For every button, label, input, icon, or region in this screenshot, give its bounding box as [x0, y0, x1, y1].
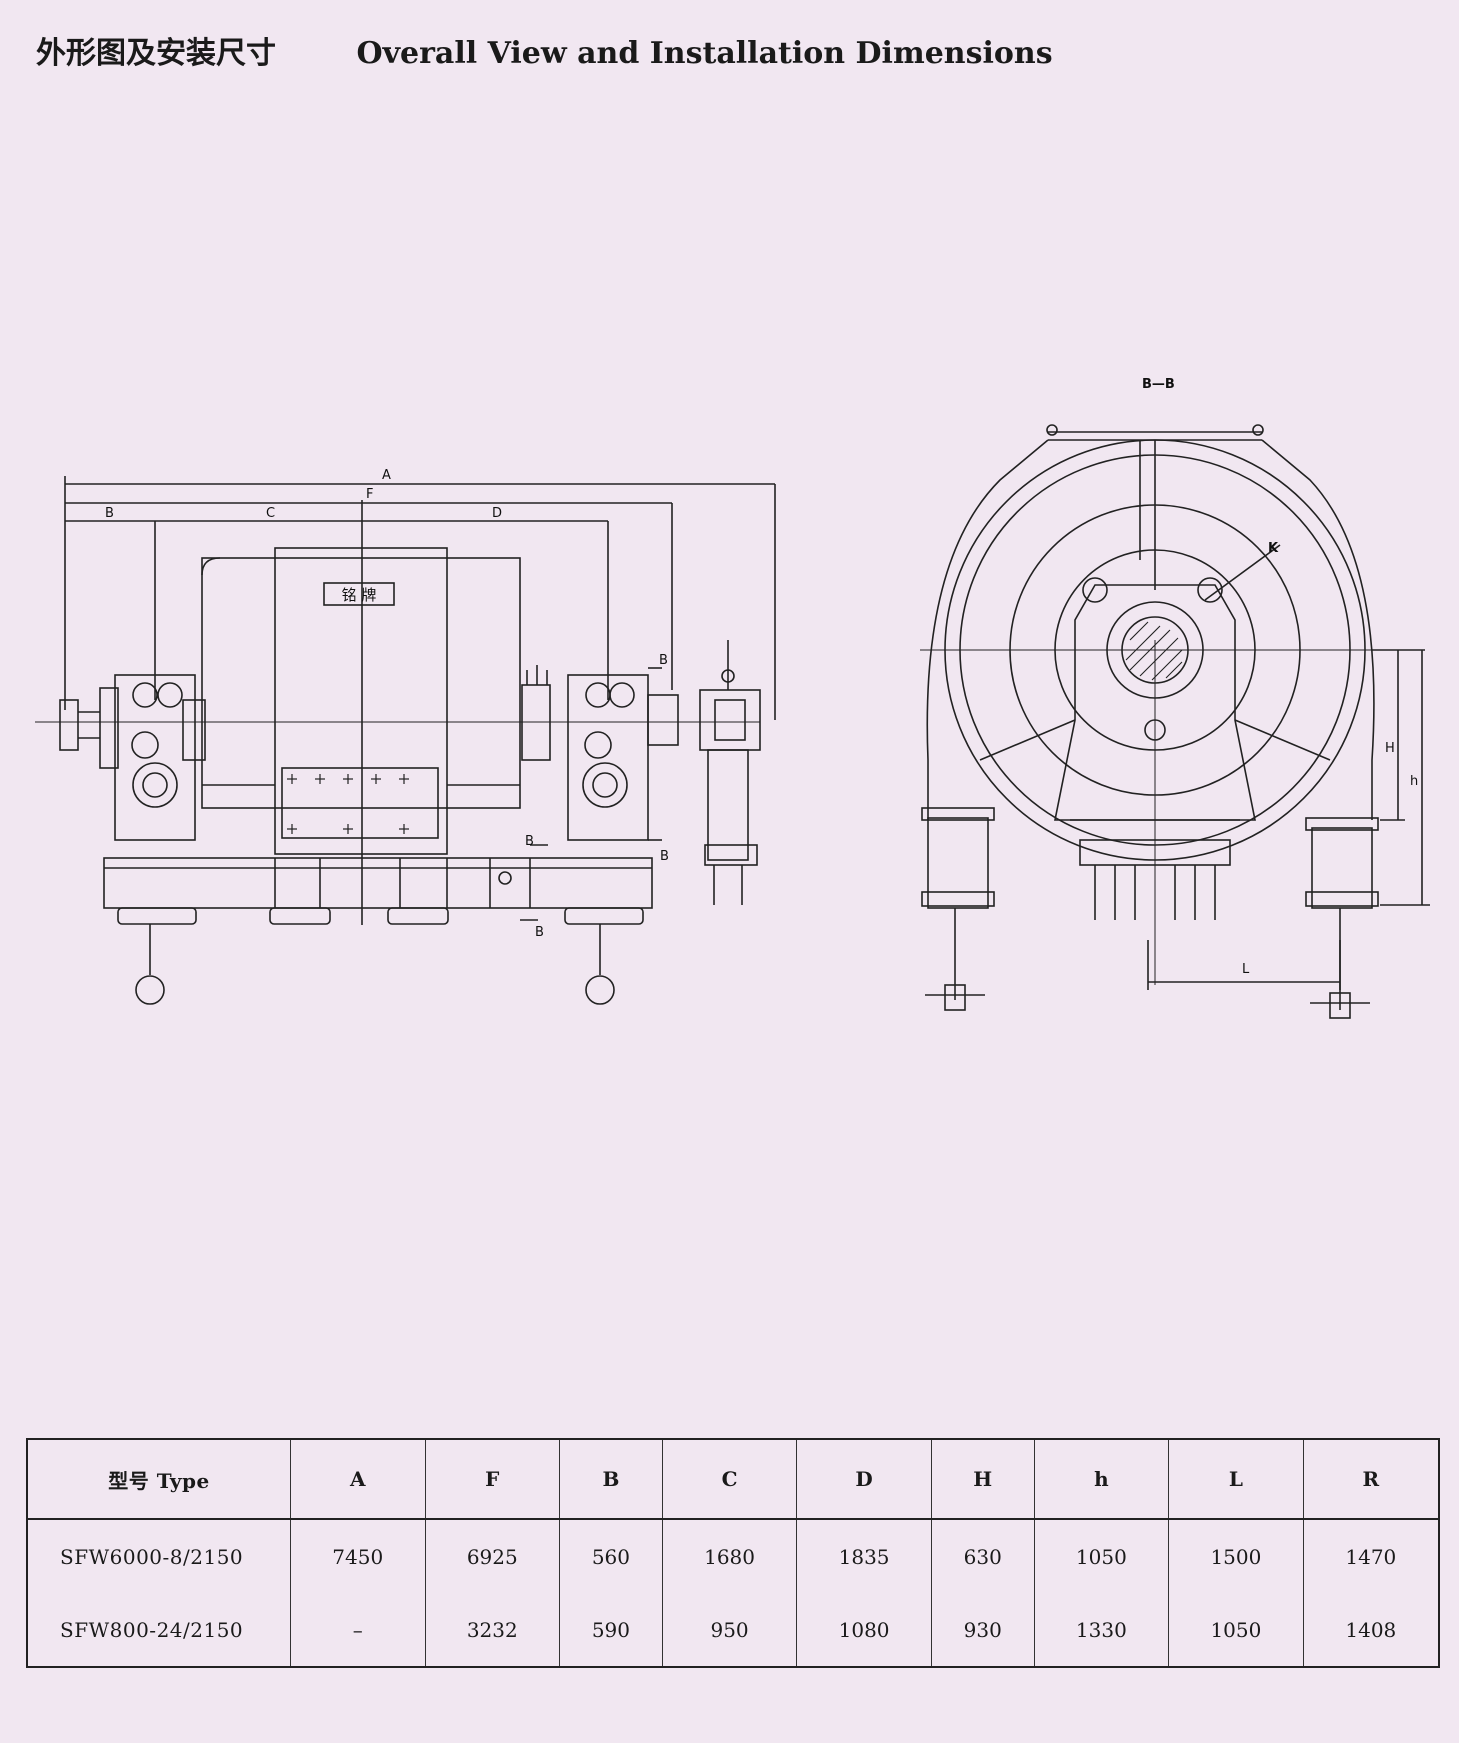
col-header-d: D [796, 1439, 932, 1520]
cell-f: 3232 [425, 1593, 561, 1667]
section-mark-b-right: B [660, 849, 669, 864]
section-mark-b-bottom: B [535, 925, 544, 940]
col-header-l: L [1168, 1439, 1304, 1520]
cell-d: 1835 [796, 1519, 932, 1593]
cell-r: 1470 [1345, 1544, 1397, 1569]
table-row: SFW6000-8/2150 7450 6925 560 1680 1835 6… [27, 1519, 1439, 1593]
nameplate-label: 铭 牌 [342, 586, 377, 604]
cell-type: SFW6000-8/2150 [27, 1519, 291, 1593]
side-view [35, 476, 776, 1005]
section-mark-b-top: B [659, 653, 668, 668]
technical-drawing: A F B C D B B B B B—B K H h L 铭 牌 [35, 377, 1430, 1019]
dim-label-h-upper: H [1385, 741, 1395, 756]
cell-d: 1080 [796, 1593, 932, 1667]
section-view [920, 424, 1430, 1019]
dimensions-table: 型号 Type A F B C D H h L R SFW6000-8/2150… [26, 1438, 1440, 1668]
cell-f: 6925 [425, 1519, 561, 1593]
section-title: B—B [1142, 377, 1175, 392]
dim-label-c: C [266, 506, 275, 521]
title-chinese: 外形图及安装尺寸 [36, 36, 276, 71]
dim-label-k: K [1268, 541, 1279, 556]
col-header-h-lower: h [1034, 1439, 1170, 1520]
cell-type: SFW800-24/2150 [27, 1593, 291, 1667]
cell-b: 590 [559, 1593, 663, 1667]
cell-h-upper: 630 [931, 1519, 1035, 1593]
cell-h-lower: 1050 [1034, 1519, 1170, 1593]
cell-a: 7450 [290, 1519, 426, 1593]
cell-r: 1408 [1345, 1617, 1397, 1642]
nameplate [323, 582, 395, 606]
title-english: Overall View and Installation Dimensions [356, 36, 1053, 71]
cell-a: – [290, 1593, 426, 1667]
cell-c: 950 [662, 1593, 798, 1667]
col-header-c: C [662, 1439, 798, 1520]
dim-label-b: B [105, 506, 114, 521]
section-mark-b-mid: B [525, 834, 534, 849]
cell-l: 1500 [1168, 1519, 1304, 1593]
dim-label-l: L [1242, 962, 1250, 977]
col-header-a: A [290, 1439, 426, 1520]
col-header-b: B [559, 1439, 663, 1520]
cell-h-upper: 930 [931, 1593, 1035, 1667]
col-header-type: 型号 Type [27, 1439, 291, 1520]
table-header-row: 型号 Type A F B C D H h L R [27, 1439, 1439, 1520]
cell-h-lower: 1330 [1034, 1593, 1170, 1667]
dim-label-f: F [366, 487, 373, 502]
dim-label-d: D [492, 506, 502, 521]
table-row: SFW800-24/2150 – 3232 590 950 1080 930 1… [27, 1593, 1439, 1667]
dim-label-h-lower: h [1410, 774, 1418, 789]
page-title: 外形图及安装尺寸 Overall View and Installation D… [36, 28, 1053, 72]
cell-b: 560 [559, 1519, 663, 1593]
col-header-f: F [425, 1439, 561, 1520]
col-header-r: R [1303, 1439, 1439, 1520]
cell-c: 1680 [662, 1519, 798, 1593]
cell-l: 1050 [1168, 1593, 1304, 1667]
dim-label-a: A [382, 468, 391, 483]
col-header-h-upper: H [931, 1439, 1035, 1520]
